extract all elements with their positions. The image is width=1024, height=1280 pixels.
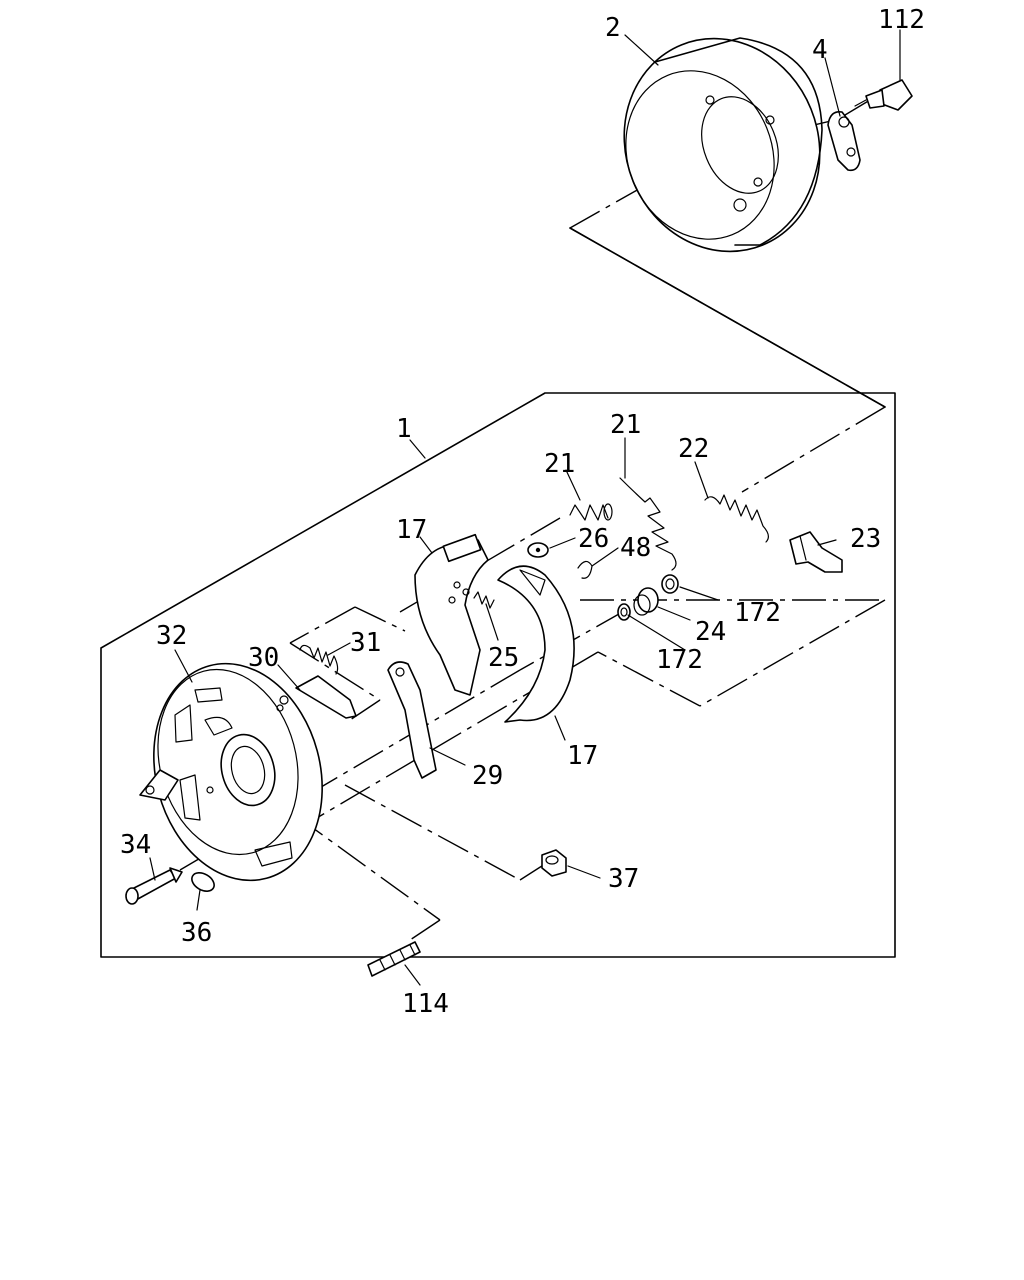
washer-part-172-lower <box>617 603 631 621</box>
label-part-36: 36 <box>181 918 212 948</box>
label-part-25: 25 <box>488 643 519 673</box>
spring-part-22 <box>704 494 769 543</box>
label-part-17a: 17 <box>396 515 427 545</box>
stud-part-114 <box>367 941 421 977</box>
label-part-22: 22 <box>678 434 709 464</box>
clip-part-48 <box>577 560 593 579</box>
backing-plate <box>139 662 323 882</box>
adjuster-part-23 <box>789 531 843 573</box>
lever-part-30 <box>279 675 357 719</box>
bracket-part-4 <box>827 110 861 172</box>
brake-drum <box>623 37 823 253</box>
spring-part-31 <box>299 644 339 675</box>
label-part-37: 37 <box>608 864 639 894</box>
brake-shoe-left <box>414 533 489 696</box>
part-labels: 2 4 112 1 21 21 22 17 26 48 23 172 24 17… <box>120 5 925 1019</box>
label-part-48: 48 <box>620 533 651 563</box>
label-part-2: 2 <box>605 13 621 43</box>
label-part-31: 31 <box>350 628 381 658</box>
washer-part-172-upper <box>661 574 679 594</box>
label-part-21b: 21 <box>544 449 575 479</box>
spring-part-21-lower <box>569 503 613 521</box>
label-part-1: 1 <box>396 414 412 444</box>
label-part-21a: 21 <box>610 410 641 440</box>
label-part-4: 4 <box>812 35 828 65</box>
spring-part-24 <box>633 587 659 616</box>
lever-part-29 <box>387 661 437 779</box>
cup-part-36 <box>191 872 215 892</box>
label-part-29: 29 <box>472 761 503 791</box>
spring-part-25 <box>473 591 495 609</box>
leader-lines <box>149 29 901 986</box>
brake-shoe-right <box>497 565 575 723</box>
label-part-32: 32 <box>156 621 187 651</box>
label-part-17b: 17 <box>567 741 598 771</box>
label-part-114: 114 <box>402 989 449 1019</box>
bolt-part-112 <box>854 79 913 111</box>
label-part-172b: 172 <box>656 645 703 675</box>
spring-part-21-upper <box>619 477 677 571</box>
pin-part-34 <box>125 867 183 905</box>
label-part-26: 26 <box>578 524 609 554</box>
label-part-23: 23 <box>850 524 881 554</box>
label-part-30: 30 <box>248 643 279 673</box>
label-part-112: 112 <box>878 5 925 35</box>
label-part-24: 24 <box>695 617 726 647</box>
label-part-172a: 172 <box>734 598 781 628</box>
washer-part-26 <box>527 542 549 558</box>
label-part-34: 34 <box>120 830 151 860</box>
nut-part-37 <box>541 849 567 877</box>
